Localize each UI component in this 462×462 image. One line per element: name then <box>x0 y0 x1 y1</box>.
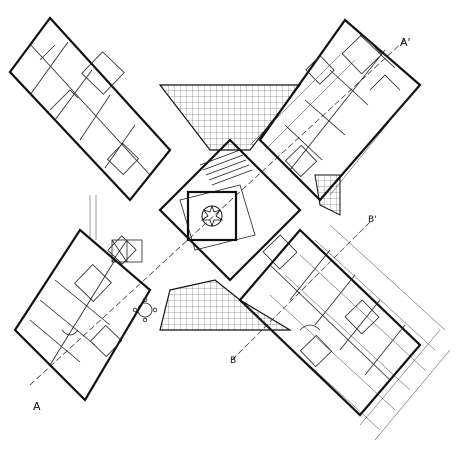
tree-icon <box>200 204 224 228</box>
section-line-a <box>29 39 406 386</box>
stair <box>199 149 253 186</box>
dimension-lines-left <box>89 195 97 240</box>
wing-northwest <box>8 16 172 202</box>
wing-southeast <box>238 228 422 417</box>
wing-northeast <box>258 18 422 202</box>
dimension-lines-top <box>249 54 416 196</box>
terrace-bottom <box>159 279 293 331</box>
section-label-a: A <box>33 400 41 413</box>
dimension-lines-right <box>254 224 451 441</box>
wing-southwest <box>13 228 158 402</box>
section-label-a-prime: A' <box>400 36 411 49</box>
section-label-b-prime: B' <box>368 215 377 225</box>
section-line-b <box>231 219 373 361</box>
dining-table-icon <box>137 302 153 318</box>
section-label-b: B <box>230 356 236 366</box>
terrace-top <box>158 84 302 151</box>
central-core <box>111 138 302 282</box>
elevator-bank <box>111 239 143 263</box>
